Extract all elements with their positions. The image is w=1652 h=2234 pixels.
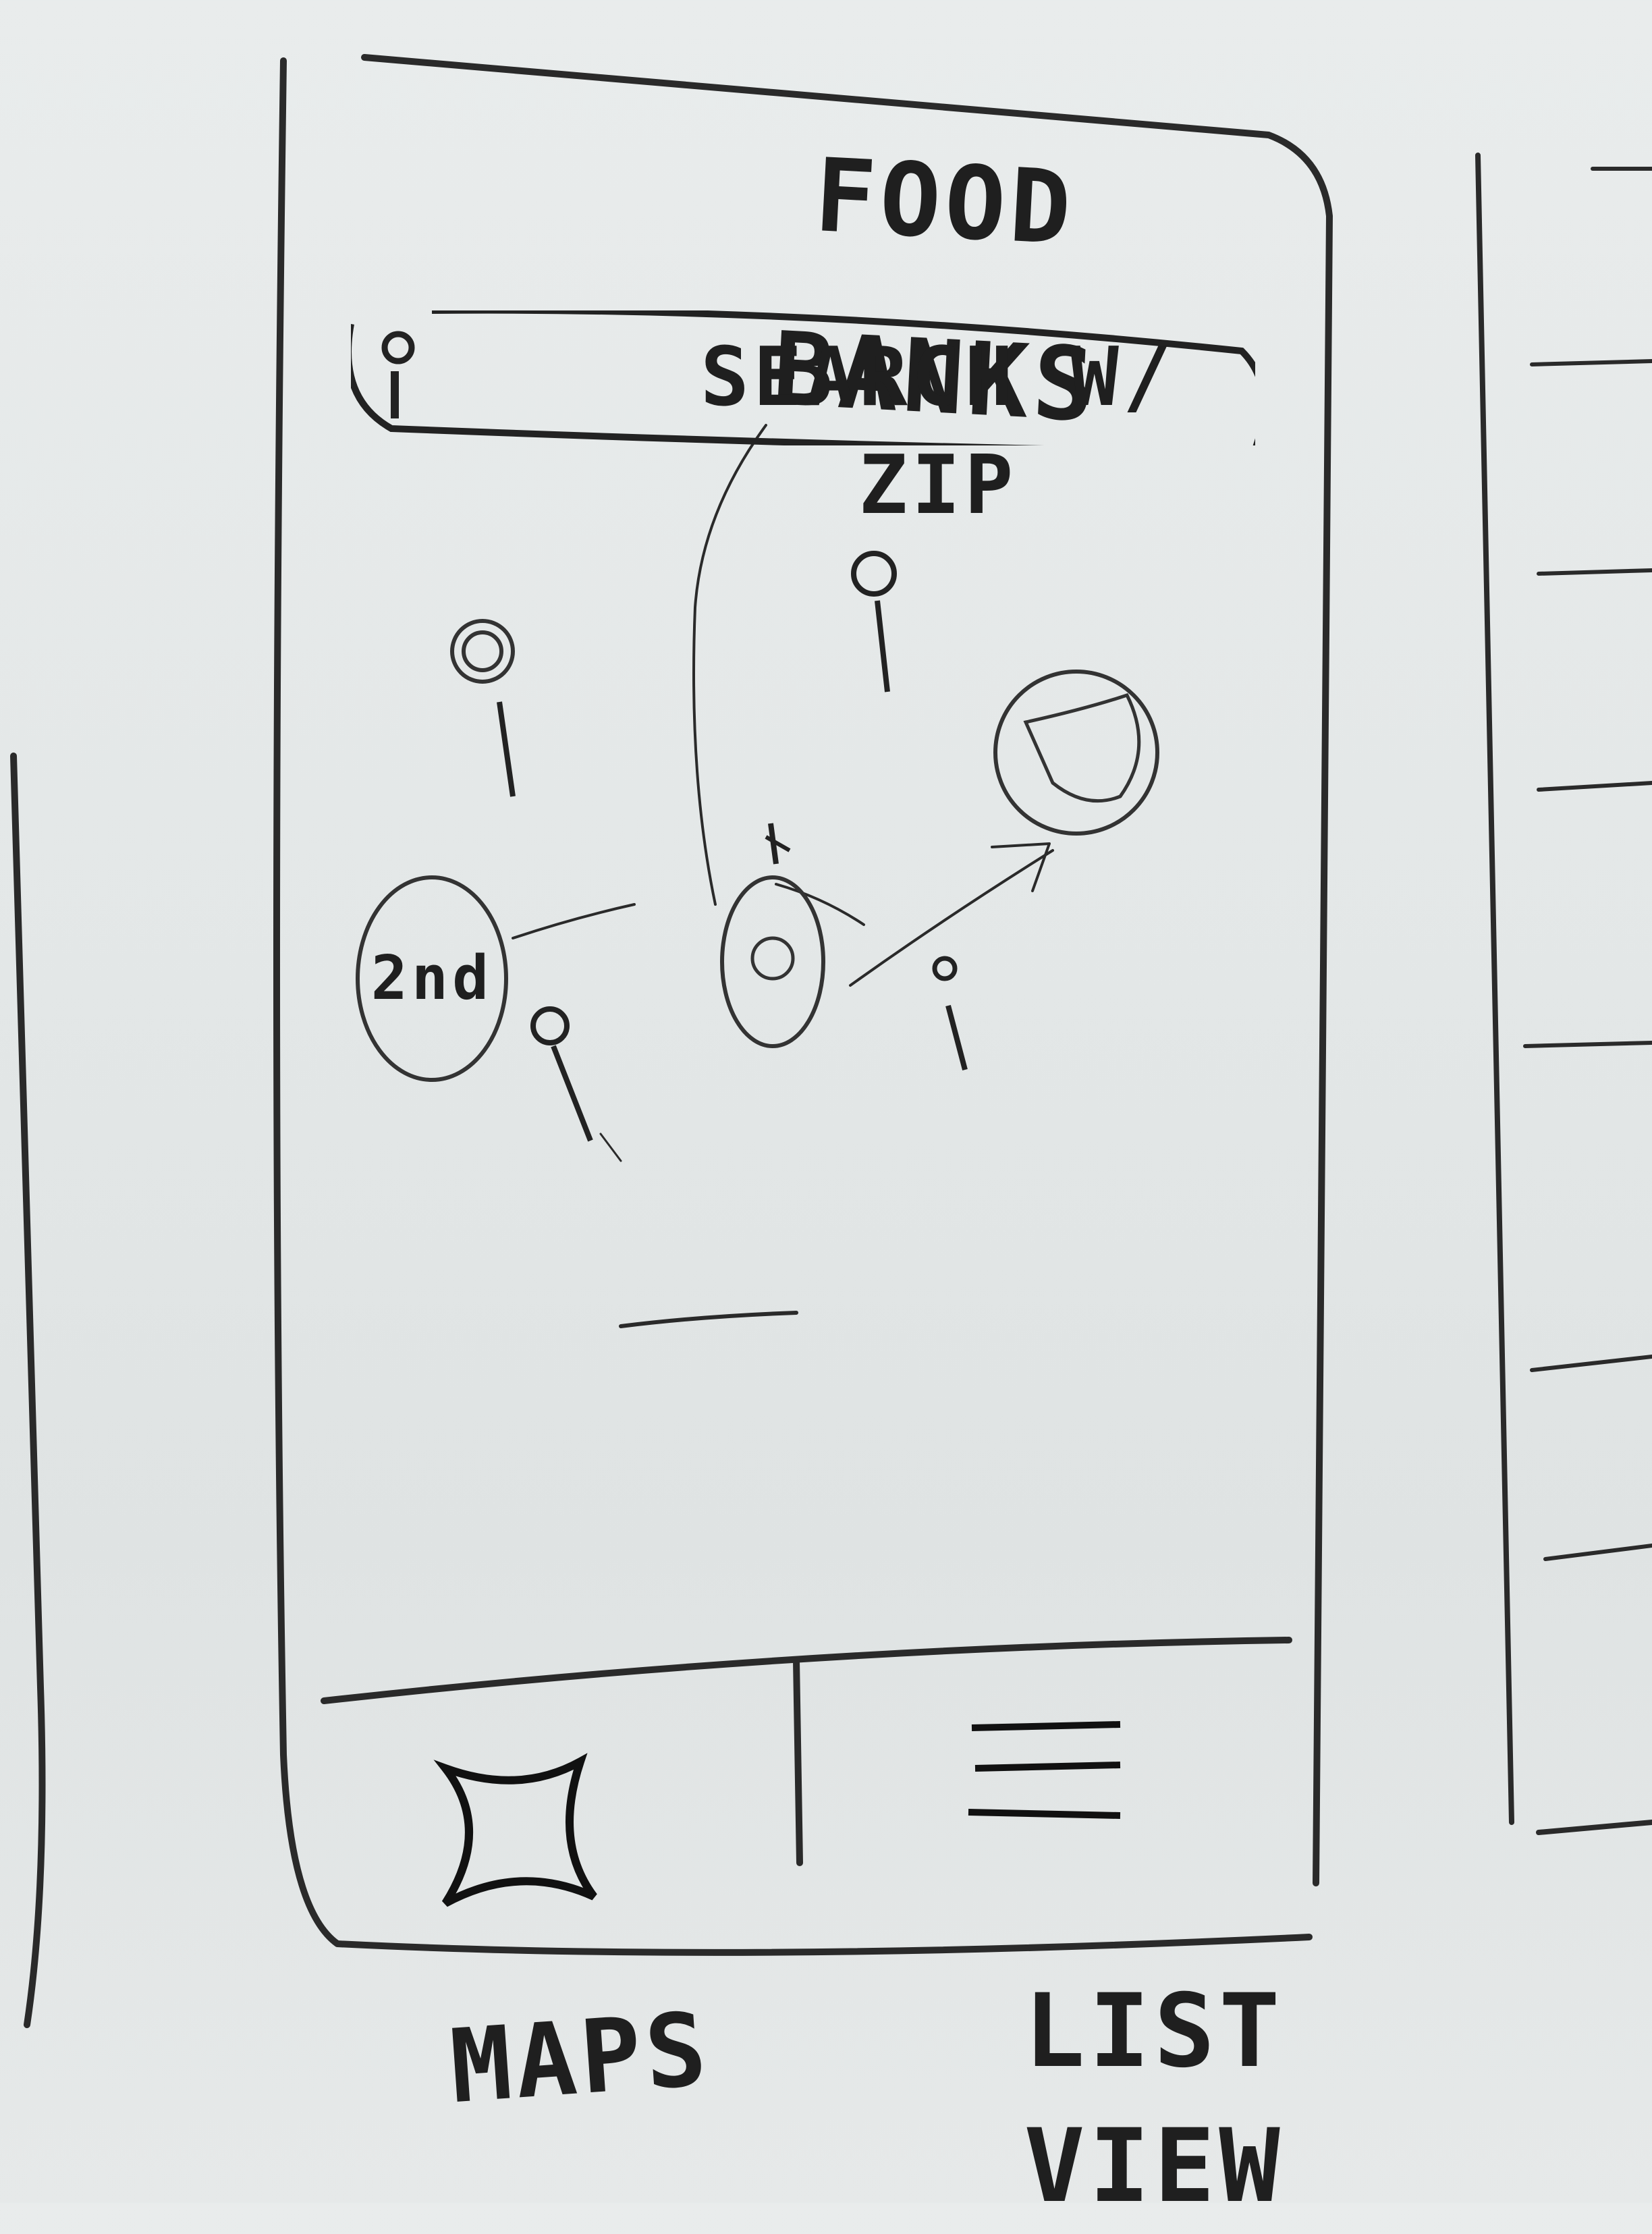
map-pin-icon[interactable]: [445, 601, 526, 803]
map-cluster-marker[interactable]: 2nd: [351, 871, 513, 1087]
tab-maps[interactable]: MAPS: [446, 1990, 715, 2127]
map-pin-icon[interactable]: [513, 999, 601, 1147]
cluster-label: 2nd: [370, 943, 493, 1014]
page-title: FOOD BANKS: [770, 137, 1101, 445]
map-pin-icon[interactable]: [844, 540, 904, 695]
map-icon[interactable]: [432, 1748, 607, 1915]
search-box-outline: [351, 310, 1255, 445]
selected-area-icon[interactable]: [985, 648, 1174, 857]
location-pin-icon[interactable]: [364, 324, 432, 425]
list-icon[interactable]: [958, 1708, 1134, 1829]
map-pin-icon[interactable]: [911, 945, 972, 1080]
tab-list-view[interactable]: LIST VIEW: [1024, 1973, 1284, 2225]
search-input[interactable]: SEARCH W/ ZIP: [351, 310, 1255, 533]
current-location-icon[interactable]: [715, 810, 837, 1053]
cluster-circle: [356, 875, 508, 1082]
search-placeholder: SEARCH W/ ZIP: [700, 331, 1176, 533]
